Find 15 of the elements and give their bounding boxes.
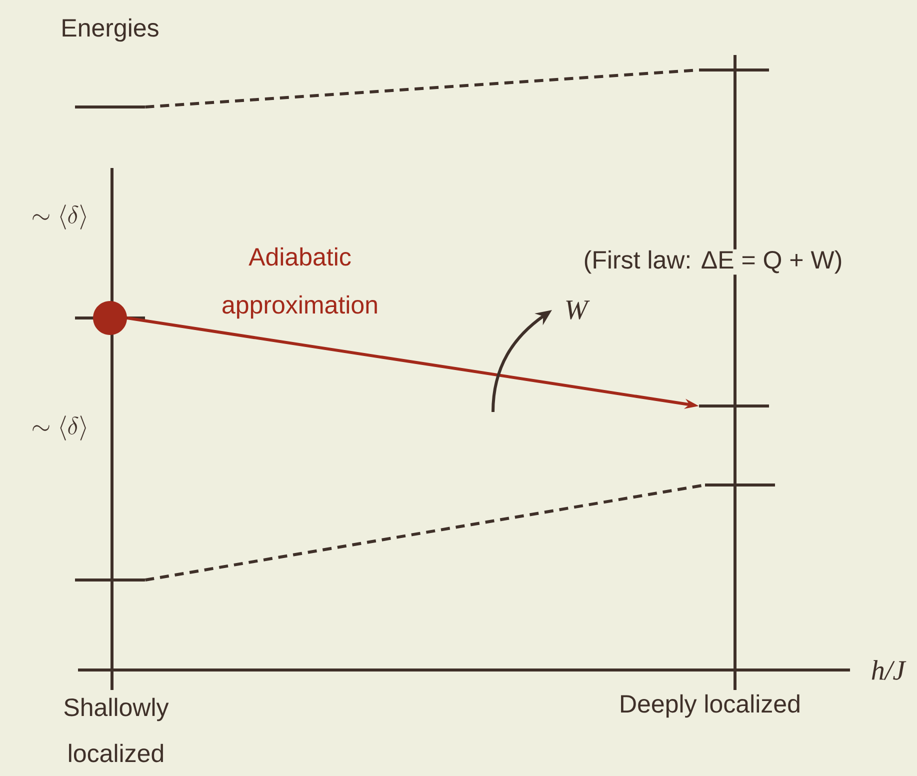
axis-label: h/J: [872, 660, 906, 680]
first-law-note: (First law: ΔE = Q + W): [582, 249, 844, 275]
axis-title: Energies: [62, 18, 158, 42]
energy-level: [699, 68, 769, 72]
spacing-label: $\sim \langle \delta \rangle$: [32, 204, 86, 230]
energy-level: [699, 404, 769, 408]
energy-level: [75, 578, 145, 582]
tick-label: Deeply localized: [621, 694, 800, 718]
energy-level: [705, 484, 775, 486]
tick-label: Shallowly localized: [64, 698, 169, 762]
work-label: W: [566, 300, 590, 320]
energy-level: [75, 106, 145, 108]
edge-label: Adiabatic approximation: [222, 247, 377, 319]
state-dot: [93, 301, 127, 335]
spacing-label: $\sim \langle \delta \rangle$: [32, 416, 86, 440]
